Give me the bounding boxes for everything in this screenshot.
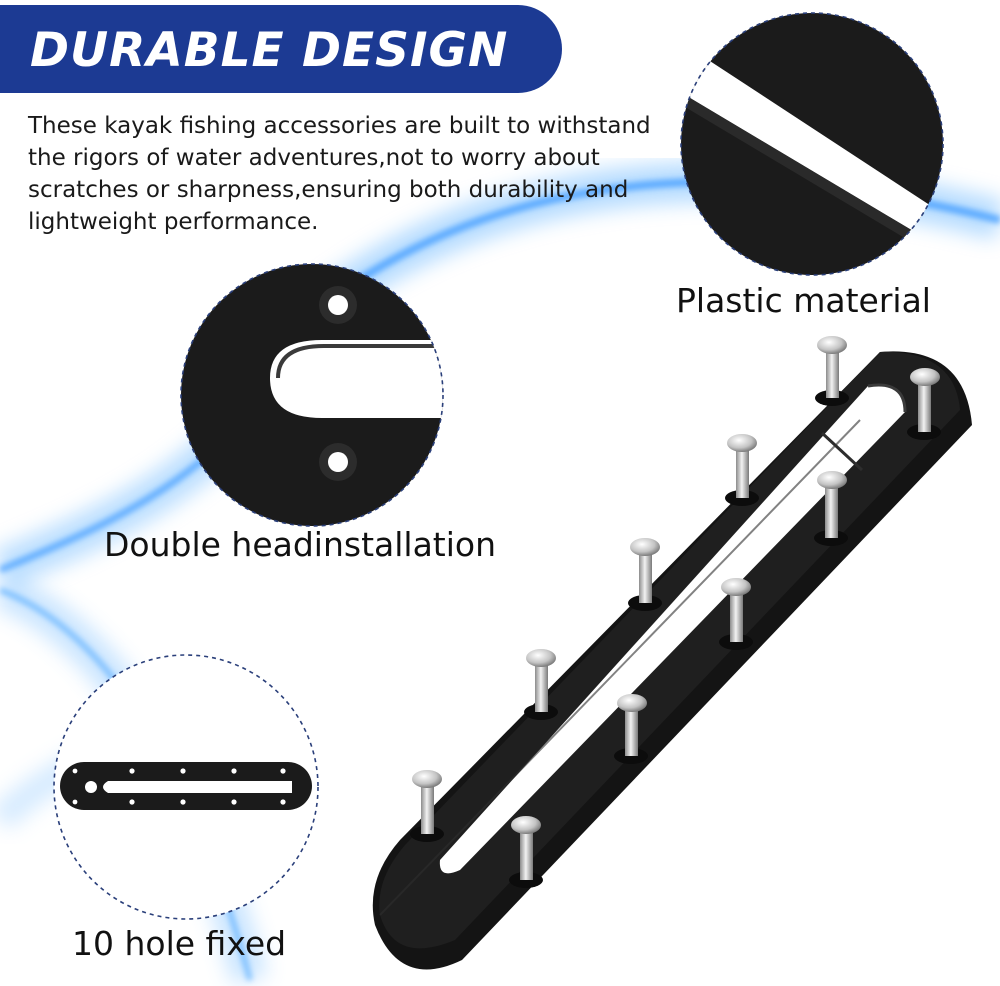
- zoom-circle-plastic: [680, 12, 944, 276]
- screw-8: [614, 694, 648, 764]
- description-line: lightweight performance.: [28, 209, 319, 235]
- description-line: the rigors of water adventures,not to wo…: [28, 145, 600, 171]
- zoom-circle-double-head: [180, 263, 444, 527]
- zoom-circle-ten-hole: [53, 654, 319, 920]
- banner-title: DURABLE DESIGN: [30, 23, 509, 78]
- slotted-plate: [372, 351, 972, 970]
- callout-ten-hole-fixed: 10 hole fixed: [72, 924, 287, 963]
- screw-1: [815, 336, 849, 406]
- screw-9: [410, 770, 444, 842]
- screw-6: [719, 578, 753, 650]
- screw-4: [814, 471, 848, 546]
- screw-5: [628, 538, 662, 611]
- description-line: scratches or sharpness,ensuring both dur…: [28, 177, 629, 203]
- description-line: These kayak fishing accessories are buil…: [28, 113, 651, 139]
- screw-2: [907, 368, 941, 440]
- title-banner: DURABLE DESIGN: [0, 5, 562, 93]
- description-text: These kayak fishing accessories are buil…: [28, 110, 668, 238]
- screw-set: [410, 336, 941, 888]
- screw-7: [524, 649, 558, 720]
- screw-10: [509, 816, 543, 888]
- callout-double-head-installation: Double headinstallation: [104, 525, 497, 564]
- screw-3: [725, 434, 759, 506]
- callout-plastic-material: Plastic material: [676, 281, 931, 320]
